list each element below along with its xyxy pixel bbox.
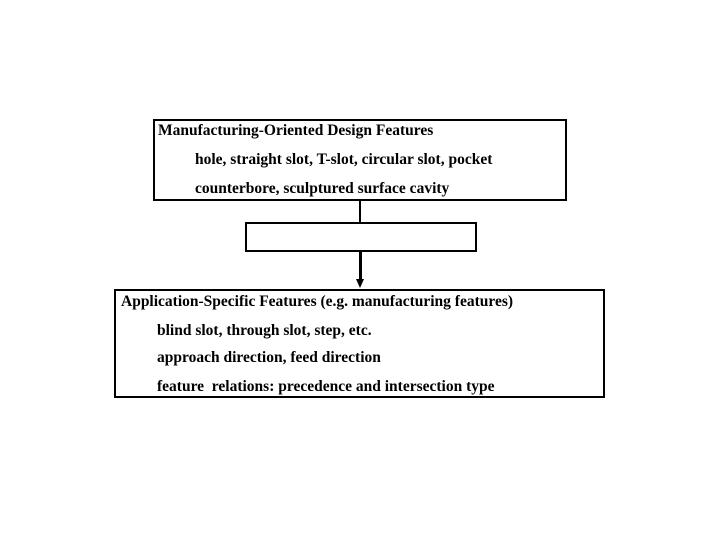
manufacturing-box-line: counterbore, sculptured surface cavity [195,180,450,197]
intermediate-box [245,222,477,252]
connector-line [359,201,361,222]
arrow-down-icon [356,279,364,288]
application-box-title: Application-Specific Features (e.g. manu… [121,293,514,310]
application-box-line: feature relations: precedence and inters… [157,378,495,395]
application-box-line: approach direction, feed direction [157,349,381,366]
application-box-line: blind slot, through slot, step, etc. [157,322,372,339]
application-features-box: Application-Specific Features (e.g. manu… [114,289,605,398]
manufacturing-features-box: Manufacturing-Oriented Design Features h… [153,119,567,201]
arrow-shaft [359,252,362,280]
manufacturing-box-line: hole, straight slot, T-slot, circular sl… [195,151,493,168]
manufacturing-box-title: Manufacturing-Oriented Design Features [158,122,434,139]
